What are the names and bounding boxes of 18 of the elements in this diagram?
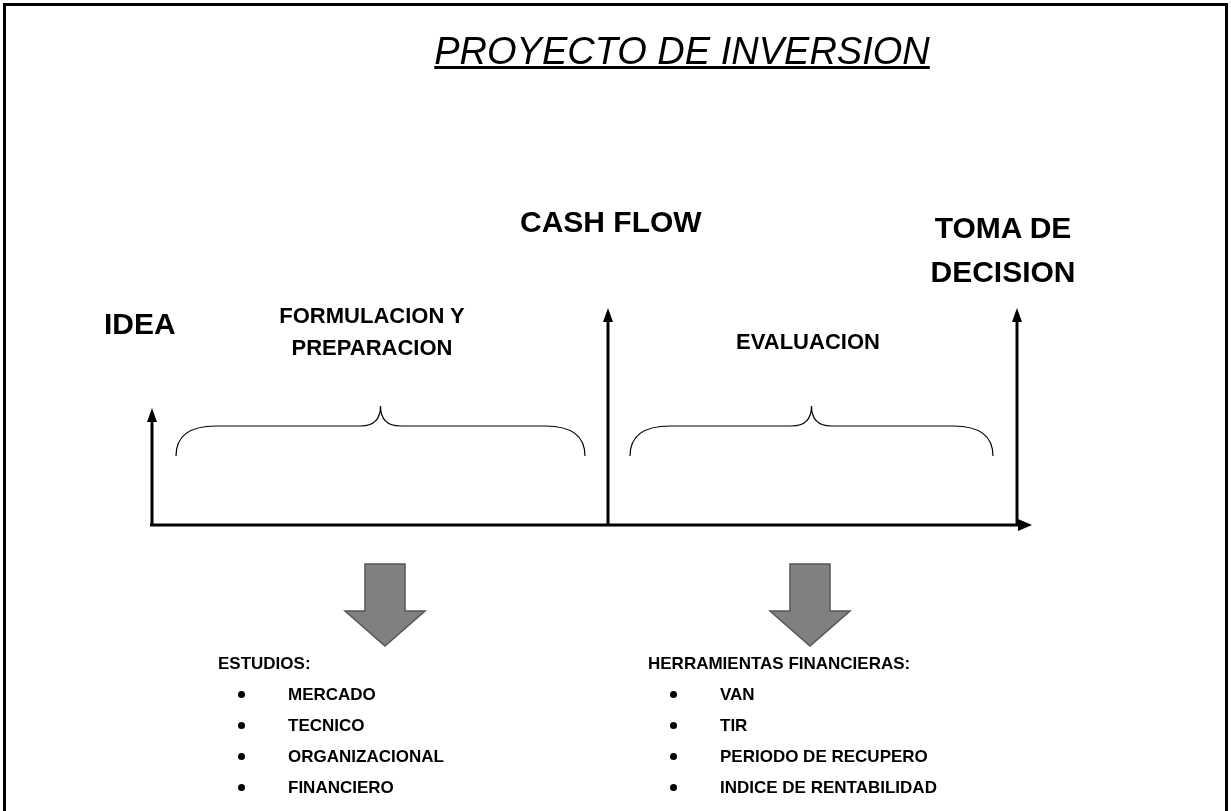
list-item: ORGANIZACIONAL bbox=[288, 746, 444, 767]
milestone-label: FORMULACION Y PREPARACION bbox=[232, 300, 512, 364]
milestone-label: IDEA bbox=[104, 302, 194, 346]
block-arrow bbox=[343, 563, 427, 647]
list-heading: HERRAMIENTAS FINANCIERAS: bbox=[648, 653, 912, 675]
block-arrow bbox=[768, 563, 852, 647]
milestone-label: TOMA DE DECISION bbox=[908, 206, 1098, 294]
list-heading: ESTUDIOS: bbox=[218, 653, 312, 675]
list-item: PERIODO DE RECUPERO bbox=[720, 746, 928, 767]
list-item: MERCADO bbox=[288, 684, 376, 705]
milestone-label: EVALUACION bbox=[718, 326, 898, 358]
list-item: VAN bbox=[720, 684, 755, 705]
title: PROYECTO DE INVERSION bbox=[433, 30, 931, 73]
list-item: INDICE DE RENTABILIDAD bbox=[720, 777, 937, 798]
milestone-label: CASH FLOW bbox=[520, 200, 735, 244]
list-item: FINANCIERO bbox=[288, 777, 394, 798]
list-item: TIR bbox=[720, 715, 748, 736]
list-item: TECNICO bbox=[288, 715, 365, 736]
